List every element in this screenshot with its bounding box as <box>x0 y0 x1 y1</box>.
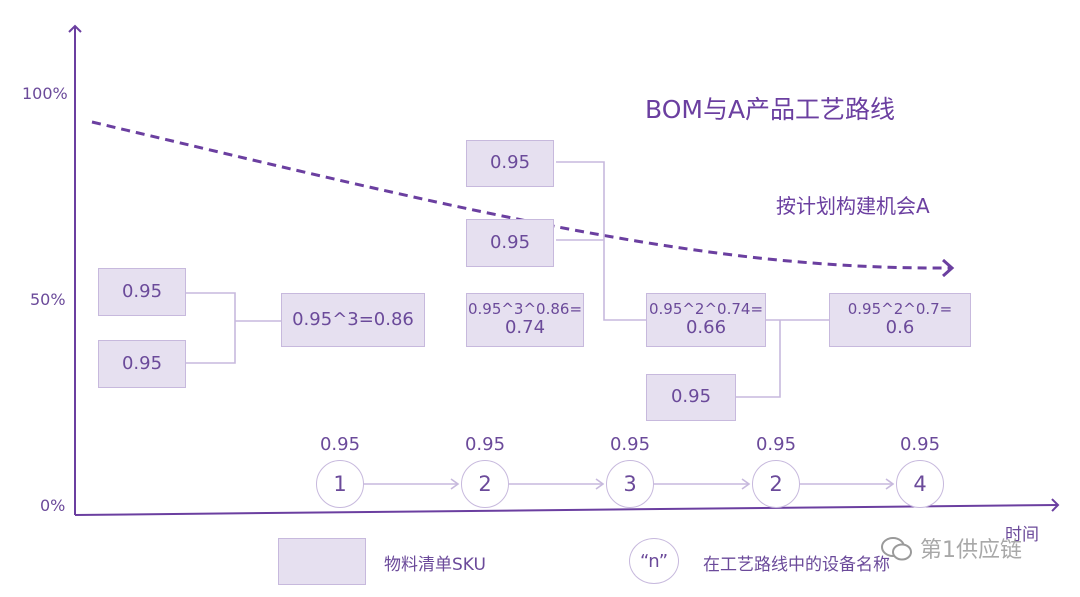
diagram-title: BOM与A产品工艺路线 <box>645 95 896 124</box>
node-3-value: 0.95 <box>609 434 651 455</box>
bom-box-3-label: 0.95^3=0.86 <box>292 308 414 330</box>
route-node-3: 3 <box>606 460 654 508</box>
bom-box-6: 0.95^3^0.86= 0.74 <box>466 293 584 347</box>
route-node-2: 2 <box>461 460 509 508</box>
bom-box-4: 0.95 <box>466 140 554 187</box>
bom-box-3: 0.95^3=0.86 <box>281 293 425 347</box>
node-1-value: 0.95 <box>319 434 361 455</box>
probability-curve <box>91 120 952 268</box>
bom-box-8: 0.95 <box>646 374 736 421</box>
bom-box-9-line2: 0.6 <box>885 317 915 339</box>
y-label-100: 100% <box>22 84 68 103</box>
x-axis-label: 时间 <box>1005 525 1039 545</box>
bom-box-9: 0.95^2^0.7= 0.6 <box>829 293 971 347</box>
wechat-icon <box>881 537 912 561</box>
y-label-0: 0% <box>40 496 66 515</box>
legend-box-label: 物料清单SKU <box>384 555 486 575</box>
middle-bracket <box>556 161 646 321</box>
x-axis <box>74 498 1060 516</box>
bom-box-4-label: 0.95 <box>489 152 531 174</box>
legend-box-swatch <box>278 538 366 585</box>
bom-box-2: 0.95 <box>98 340 186 388</box>
bom-box-5: 0.95 <box>466 219 554 267</box>
bom-box-1: 0.95 <box>98 268 186 316</box>
route-node-5: 4 <box>896 460 944 508</box>
bom-box-1-label: 0.95 <box>121 280 163 302</box>
bom-box-5-label: 0.95 <box>489 231 531 253</box>
bom-box-2-label: 0.95 <box>121 352 163 374</box>
node-5-value: 0.95 <box>899 434 941 455</box>
diagram-subtitle: 按计划构建机会A <box>776 194 930 218</box>
legend-circle-label: 在工艺路线中的设备名称 <box>703 555 890 575</box>
legend-circle-swatch: “n” <box>629 538 679 584</box>
bom-box-7-line2: 0.66 <box>685 317 727 339</box>
watermark-text: 第1供应链 <box>920 538 1022 563</box>
bom-box-8-label: 0.95 <box>670 386 712 408</box>
y-label-50: 50% <box>30 290 66 309</box>
right-bracket <box>736 319 829 398</box>
node-2-value: 0.95 <box>464 434 506 455</box>
bom-box-9-line1: 0.95^2^0.7= <box>847 300 953 319</box>
bom-box-7-line1: 0.95^2^0.74= <box>648 300 764 319</box>
route-node-1: 1 <box>316 460 364 508</box>
bom-box-6-line1: 0.95^3^0.86= <box>467 300 583 319</box>
left-bracket <box>186 292 281 364</box>
route-node-4: 2 <box>752 460 800 508</box>
bom-box-6-line2: 0.74 <box>504 317 546 339</box>
node-4-value: 0.95 <box>755 434 797 455</box>
bom-box-7: 0.95^2^0.74= 0.66 <box>646 293 766 347</box>
